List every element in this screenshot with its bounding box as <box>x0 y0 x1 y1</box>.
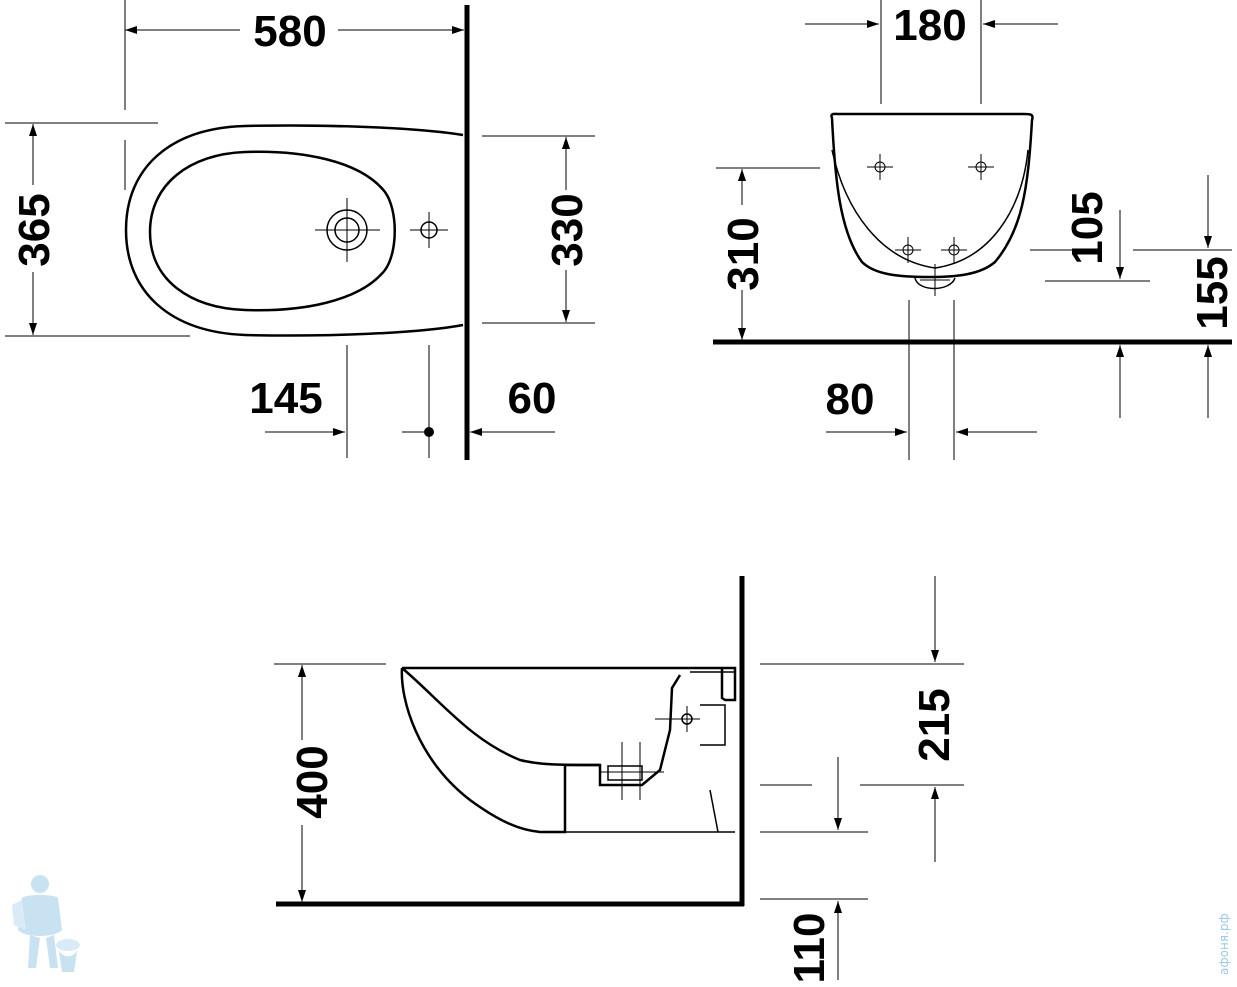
side-back-edge <box>709 789 719 833</box>
front-outline <box>830 112 1034 279</box>
fixing-cross-3 <box>895 237 921 263</box>
bowl-outline <box>148 150 396 312</box>
dim-depth: 365 <box>10 193 59 266</box>
dim-fixing-spacing: 215 <box>910 688 959 761</box>
front-inner-curve <box>831 149 1029 269</box>
dim-tap-offset: 145 <box>249 374 322 423</box>
side-view: 400 215 110 <box>274 576 964 983</box>
dim-outlet-height: 155 <box>1188 256 1237 329</box>
drain-symbol <box>315 198 380 262</box>
fixing-cross-1 <box>867 154 893 180</box>
dim-rim-height: 400 <box>288 745 337 818</box>
side-inlet-symbol <box>655 706 700 732</box>
side-outline <box>400 666 737 834</box>
bidet-outline <box>124 124 464 337</box>
side-fixing-bracket <box>700 704 726 746</box>
plumber-logo <box>12 875 80 972</box>
dim-width: 580 <box>253 7 326 56</box>
tap-hole-symbol <box>410 212 448 248</box>
dim-wall-offset: 60 <box>508 374 557 423</box>
outlet-cross <box>920 264 950 296</box>
front-view: 180 310 105 155 80 <box>713 0 1237 460</box>
dim-drain-height: 110 <box>785 913 834 984</box>
front-outlet <box>914 277 956 290</box>
side-drain-symbol <box>600 742 664 800</box>
fixing-cross-4 <box>941 237 967 263</box>
dim-bowl-depth: 330 <box>543 193 592 266</box>
dim-front-width: 180 <box>893 1 966 50</box>
side-bowl-curve <box>401 667 601 767</box>
dim-fixing-height: 310 <box>719 217 768 290</box>
top-view: 580 365 330 145 60 <box>5 0 595 460</box>
watermark-text: афоня.рф <box>1217 913 1231 975</box>
dim-outlet-spacing: 80 <box>826 375 875 424</box>
dim-inlet-height: 105 <box>1063 191 1112 264</box>
fixing-cross-2 <box>968 154 994 180</box>
